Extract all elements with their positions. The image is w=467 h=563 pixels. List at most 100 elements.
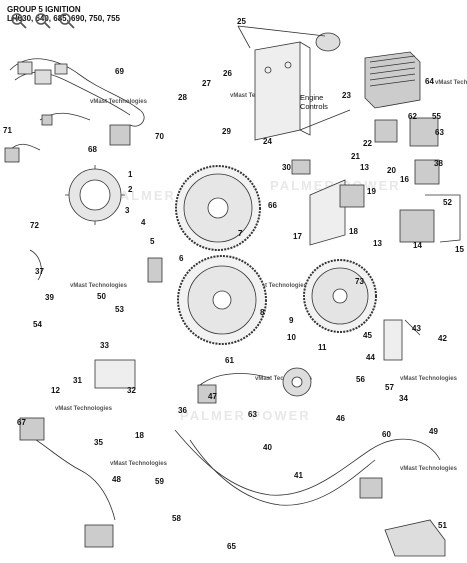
callout-41: 41: [294, 471, 303, 480]
flywheel-right-part: [303, 259, 377, 333]
callout-66: 66: [268, 201, 277, 210]
engine-controls-label-line2: Controls: [300, 102, 328, 111]
callout-12: 12: [51, 386, 60, 395]
callout-13: 13: [360, 163, 369, 172]
harness-61-part: [199, 373, 271, 386]
callout-35: 35: [94, 438, 103, 447]
callout-45: 45: [363, 331, 372, 340]
callout-47: 47: [208, 392, 217, 401]
callout-25: 25: [237, 17, 246, 26]
callout-9: 9: [289, 316, 294, 325]
callout-29: 29: [222, 127, 231, 136]
callout-17: 17: [293, 232, 302, 241]
callout-23: 23: [342, 91, 351, 100]
callout-60: 60: [382, 430, 391, 439]
callout-71: 71: [3, 126, 12, 135]
models-title: LH630, 640, 685, 690, 750, 755: [7, 14, 120, 23]
callout-14: 14: [413, 241, 422, 250]
callout-37: 37: [35, 267, 44, 276]
callout-27: 27: [202, 79, 211, 88]
watermark-tech-2: vMast Technologies: [90, 99, 148, 105]
callout-73: 73: [355, 277, 364, 286]
part-52-box: [414, 159, 440, 185]
lower-harness-part: [174, 429, 441, 506]
callout-16: 16: [400, 175, 409, 184]
callout-54: 54: [33, 320, 42, 329]
callout-15: 15: [455, 245, 464, 254]
callout-38: 38: [434, 159, 443, 168]
callout-44: 44: [366, 353, 375, 362]
callout-7: 7: [238, 229, 243, 238]
callout-20: 20: [387, 166, 396, 175]
callout-34: 34: [399, 394, 408, 403]
watermark-tech-4: vMast Technologies: [250, 283, 308, 289]
callout-10: 10: [287, 333, 296, 342]
callout-8: 8: [260, 308, 265, 317]
callout-22: 22: [363, 139, 372, 148]
callout-63b: 63: [248, 410, 257, 419]
callout-72: 72: [30, 221, 39, 230]
callout-43: 43: [412, 324, 421, 333]
callout-53: 53: [115, 305, 124, 314]
zoom-out-icon[interactable]: [34, 12, 52, 30]
callout-67: 67: [17, 418, 26, 427]
callout-42: 42: [438, 334, 447, 343]
watermark-tech-9: vMast Technologies: [110, 461, 168, 467]
bracket-plate-part: [254, 41, 311, 141]
watermark-palmer-3: PALMER POWER: [180, 408, 311, 423]
part-14-box: [399, 209, 435, 243]
callout-59: 59: [155, 477, 164, 486]
part-51-cover: [384, 519, 446, 557]
callout-5: 5: [150, 237, 155, 246]
callout-36: 36: [178, 406, 187, 415]
watermark-tech-10: vMast Technologies: [400, 466, 458, 472]
module-plate-part: [291, 159, 365, 246]
callout-46: 46: [336, 414, 345, 423]
callout-65: 65: [227, 542, 236, 551]
callout-11: 11: [318, 343, 327, 352]
callout-68: 68: [88, 145, 97, 154]
callout-19: 19: [367, 187, 376, 196]
callout-32: 32: [127, 386, 136, 395]
flywheel-part: [175, 165, 261, 251]
regulator-part: [364, 51, 421, 109]
engine-controls-label-line1: Engine: [300, 93, 323, 102]
part-55-box: [409, 117, 439, 147]
callout-33: 33: [100, 341, 109, 350]
flywheel-lower-part: [177, 255, 267, 345]
callout-30: 30: [282, 163, 291, 172]
callout-49: 49: [429, 427, 438, 436]
callout-61: 61: [225, 356, 234, 365]
part-5-coil: [147, 257, 163, 283]
callout-52: 52: [443, 198, 452, 207]
group-title: GROUP 5 IGNITION: [7, 5, 81, 14]
callout-63: 63: [435, 128, 444, 137]
callout-26: 26: [223, 69, 232, 78]
callout-31: 31: [73, 376, 82, 385]
harness-67-part: [19, 417, 116, 548]
part-37-clip: [29, 249, 42, 281]
callout-55: 55: [432, 112, 441, 121]
callout-18b: 18: [135, 431, 144, 440]
callout-70: 70: [155, 132, 164, 141]
callout-50: 50: [97, 292, 106, 301]
zoom-in-icon[interactable]: [10, 12, 28, 30]
part-15-lead: [425, 194, 461, 243]
callout-21: 21: [351, 152, 360, 161]
callout-40: 40: [263, 443, 272, 452]
callout-69: 69: [115, 67, 124, 76]
search-icon[interactable]: [58, 12, 76, 30]
callout-62: 62: [408, 112, 417, 121]
callout-58: 58: [172, 514, 181, 523]
callout-56: 56: [356, 375, 365, 384]
callout-48: 48: [112, 475, 121, 484]
callout-3: 3: [125, 206, 130, 215]
callout-64: 64: [425, 77, 434, 86]
part-45-assembly: [383, 319, 403, 361]
part-33-bracket: [94, 359, 136, 389]
part-62-box: [374, 119, 398, 143]
callout-6: 6: [179, 254, 184, 263]
callout-51: 51: [438, 521, 447, 530]
